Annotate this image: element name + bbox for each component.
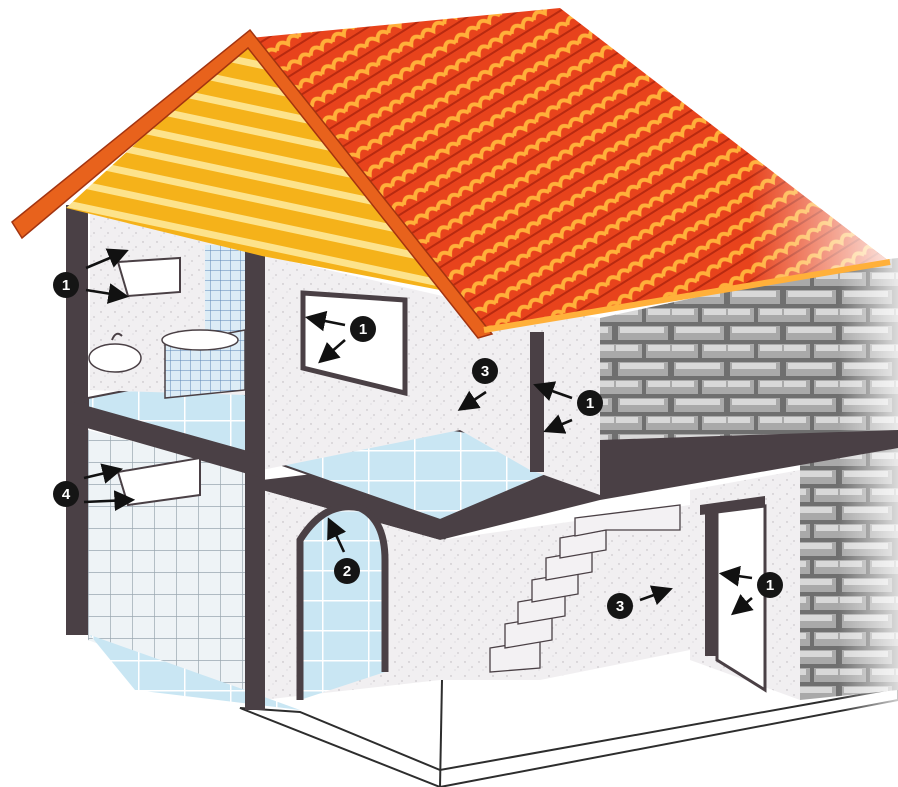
callout-number: 3: [616, 598, 624, 615]
callout-number: 1: [359, 321, 367, 338]
callout-number: 1: [766, 577, 774, 594]
callout-number: 1: [62, 277, 70, 294]
callout-number: 2: [343, 563, 351, 580]
doorway: [717, 506, 765, 690]
callout-number: 1: [586, 395, 594, 412]
archway: [300, 507, 385, 700]
callout-number: 3: [481, 363, 489, 380]
callout-number: 4: [62, 486, 71, 503]
